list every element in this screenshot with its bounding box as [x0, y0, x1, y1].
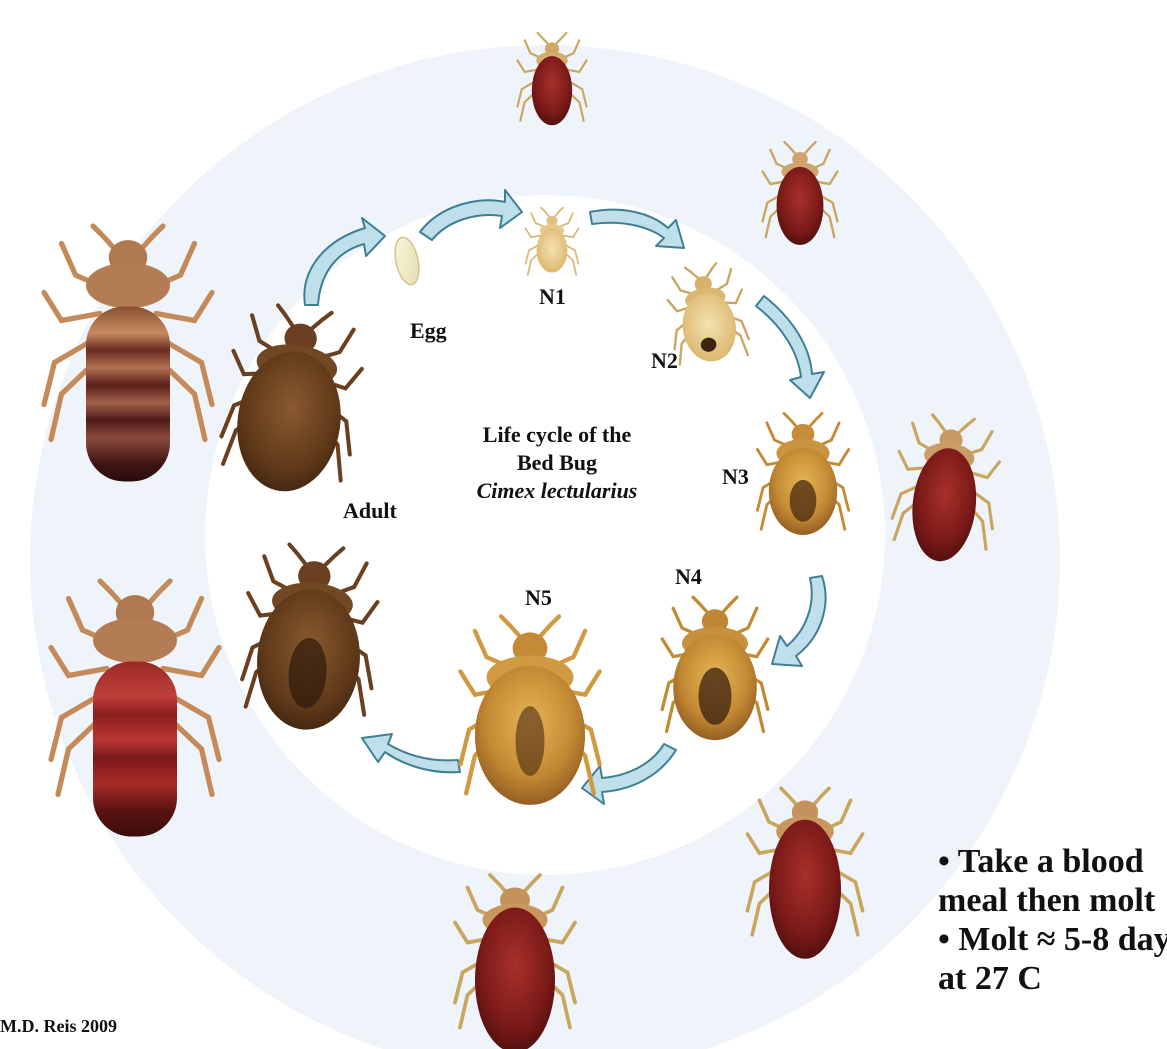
label-n1: N1 [539, 284, 566, 309]
author-credit: M.D. Reis 2009 [0, 1016, 117, 1037]
label-n4: N4 [675, 564, 702, 589]
note-line-4: at 27 C [938, 959, 1163, 998]
note-line-1: • Take a blood [938, 842, 1163, 881]
note-line-3: • Molt ≈ 5-8 days [938, 920, 1163, 959]
title-line-2: Bed Bug [517, 450, 597, 475]
label-n3: N3 [722, 464, 749, 489]
title-line-1: Life cycle of the [483, 422, 632, 447]
molt-notes: • Take a blood meal then molt • Molt ≈ 5… [938, 842, 1163, 998]
title-line-3: Cimex lectularius [477, 478, 638, 503]
label-adult: Adult [343, 498, 397, 523]
label-n2: N2 [651, 348, 678, 373]
note-line-2: meal then molt [938, 881, 1163, 920]
label-egg: Egg [410, 318, 447, 343]
label-n5: N5 [525, 585, 552, 610]
